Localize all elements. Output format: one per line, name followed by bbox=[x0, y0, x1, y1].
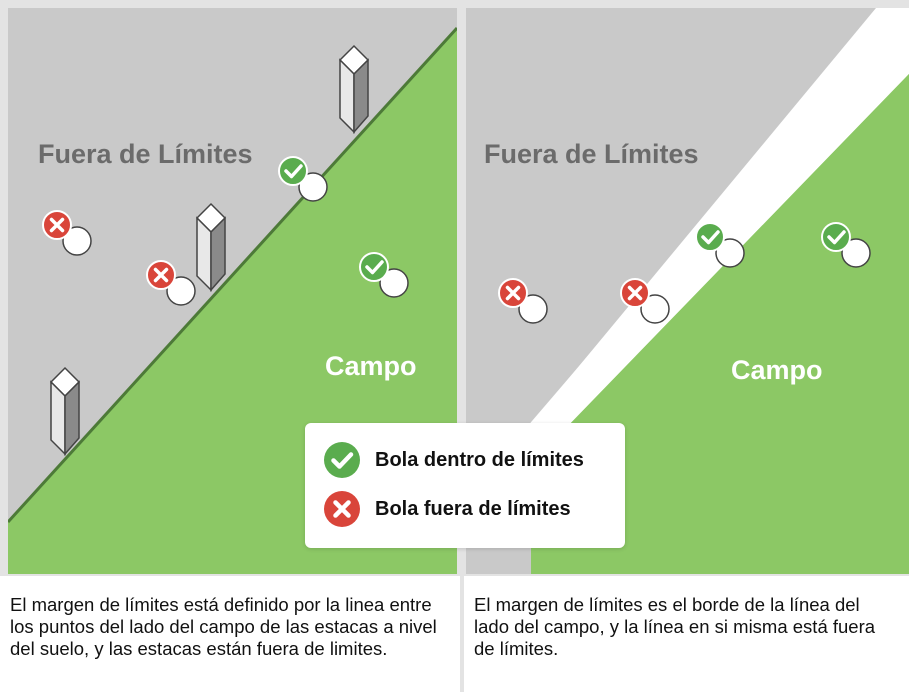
golf-ball-icon bbox=[298, 172, 328, 202]
legend-item-in-bounds: Bola dentro de límites bbox=[323, 440, 584, 480]
ball-in-bounds-marker bbox=[695, 222, 745, 268]
ball-in-bounds-marker bbox=[821, 222, 871, 268]
ball-in-bounds-marker bbox=[278, 156, 328, 202]
ball-out-of-bounds-marker bbox=[498, 278, 548, 324]
legend: Bola dentro de límites Bola fuera de lím… bbox=[305, 423, 625, 548]
legend-label-out-of-bounds: Bola fuera de límites bbox=[375, 497, 571, 520]
boundary-stake-icon bbox=[49, 366, 81, 456]
golf-ball-icon bbox=[715, 238, 745, 268]
check-icon bbox=[359, 252, 389, 282]
left-caption: El margen de límites está definido por l… bbox=[0, 576, 460, 692]
boundary-line bbox=[8, 26, 457, 524]
golf-ball-icon bbox=[166, 276, 196, 306]
cross-icon bbox=[324, 491, 360, 527]
check-icon bbox=[821, 222, 851, 252]
golf-ball-icon bbox=[379, 268, 409, 298]
right-diagram-panel: Fuera de Límites Campo bbox=[466, 8, 909, 574]
right-caption: El margen de límites es el borde de la l… bbox=[464, 576, 909, 692]
out-of-bounds-label: Fuera de Límites bbox=[484, 139, 699, 169]
boundary-stake-icon bbox=[195, 202, 227, 292]
check-icon bbox=[695, 222, 725, 252]
ball-out-of-bounds-marker bbox=[42, 210, 92, 256]
golf-ball-icon bbox=[62, 226, 92, 256]
right-field-background bbox=[526, 8, 909, 574]
golf-ball-icon bbox=[640, 294, 670, 324]
legend-item-out-of-bounds: Bola fuera de límites bbox=[323, 489, 571, 529]
check-icon bbox=[278, 156, 308, 186]
boundary-stake-icon bbox=[338, 44, 370, 134]
golf-ball-icon bbox=[841, 238, 871, 268]
ball-out-of-bounds-marker bbox=[146, 260, 196, 306]
ball-in-bounds-marker bbox=[359, 252, 409, 298]
check-icon bbox=[324, 442, 360, 478]
field-label: Campo bbox=[731, 355, 823, 385]
out-of-bounds-label: Fuera de Límites bbox=[38, 139, 253, 169]
legend-label-in-bounds: Bola dentro de límites bbox=[375, 448, 584, 471]
ball-out-of-bounds-marker bbox=[620, 278, 670, 324]
golf-ball-icon bbox=[518, 294, 548, 324]
field-label: Campo bbox=[325, 351, 417, 381]
